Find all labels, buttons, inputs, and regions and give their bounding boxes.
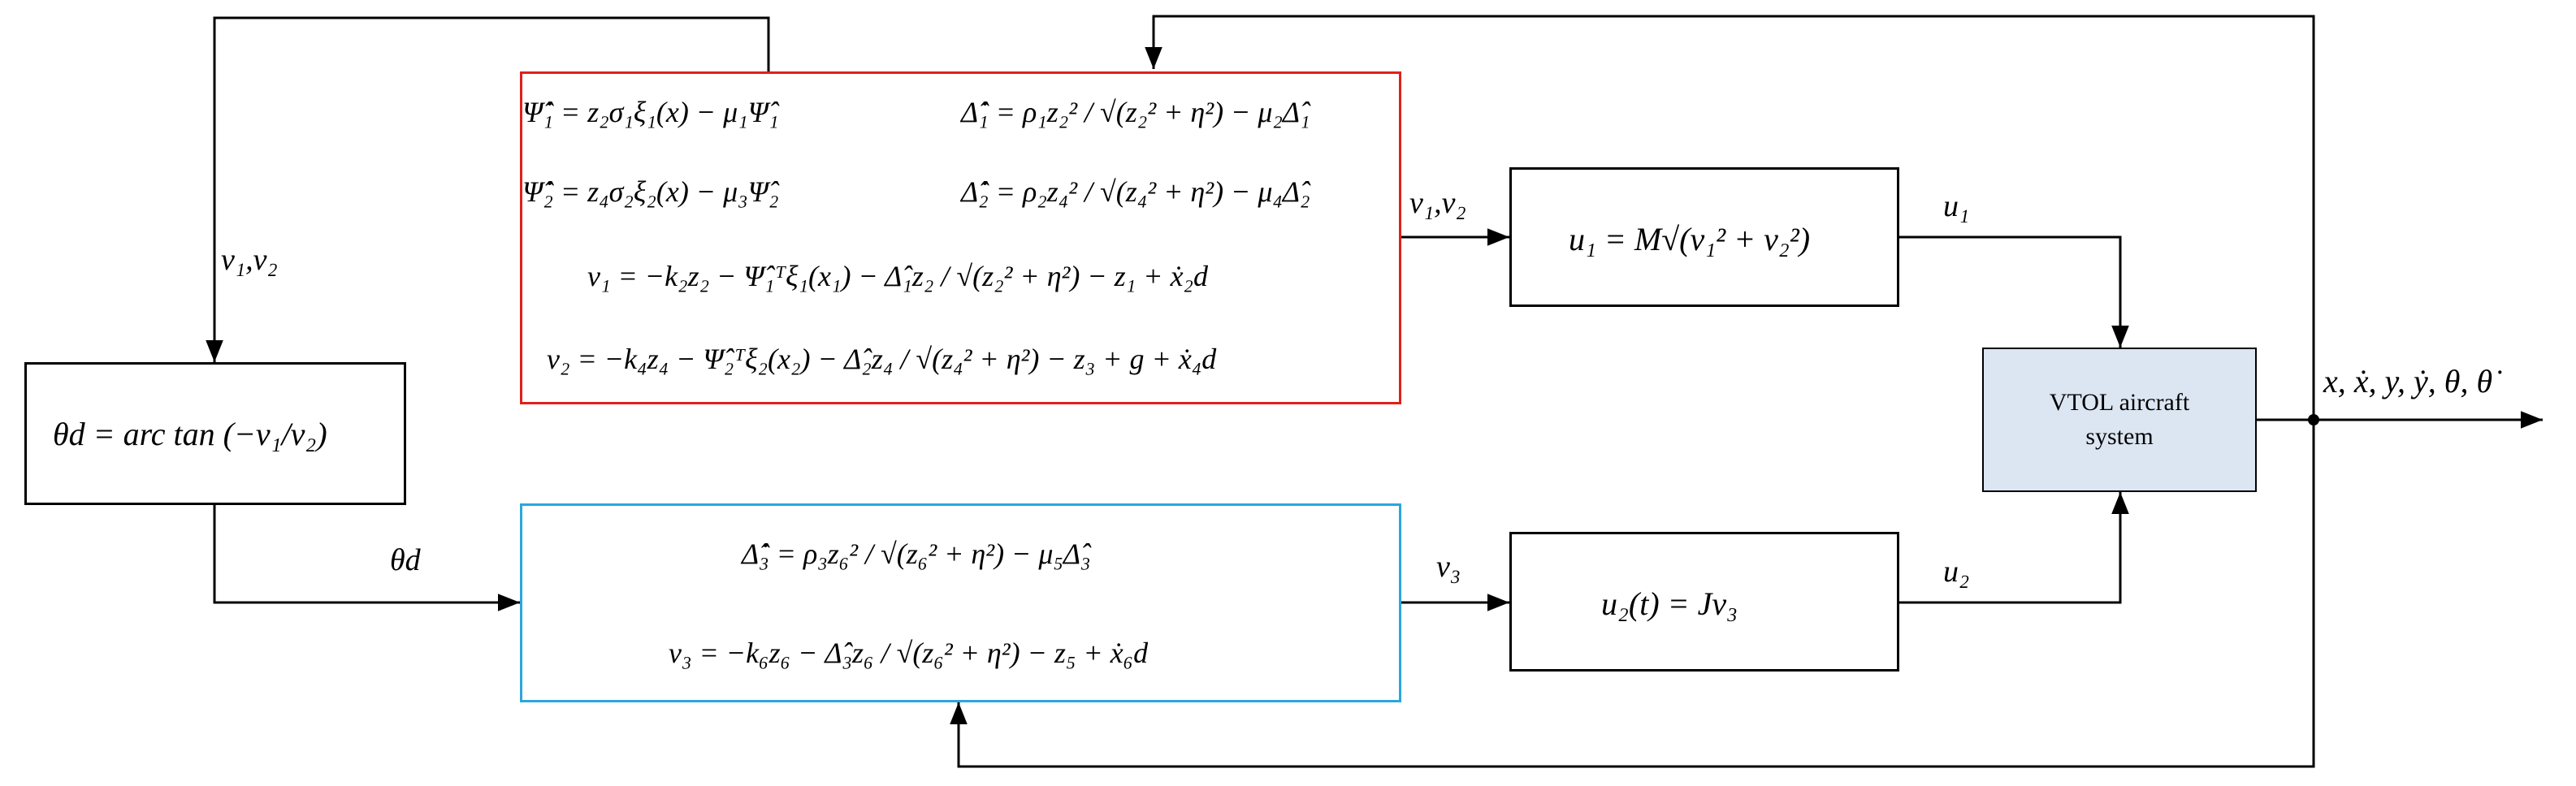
equation-u1: u₁ = M√(ν₁² + ν₂²) [1569,221,1811,257]
equation-theta-d: θd = arc tan (−ν₁/ν₂) [53,416,327,452]
equation-psi1-dot: Ψ̂̇₁ = z₂σ₁ξ₁(x) − μ₁Ψ̂₁ [522,96,779,128]
equation-nu3: ν₃ = −k₆z₆ − Δ̂₃z₆ / √(z₆² + η²) − z₅ + … [669,637,1149,669]
u1-block: u₁ = M√(ν₁² + ν₂²) [1509,167,1899,307]
adaptive-law-block-blue: Δ̂̇₃ = ρ₃z₆² / √(z₆² + η²) − μ₅Δ̂₃ ν₃ = … [520,503,1401,702]
equation-delta3-dot: Δ̂̇₃ = ρ₃z₆² / √(z₆² + η²) − μ₅Δ̂₃ [742,538,1091,570]
signal-label-u2: u₂ [1943,555,1970,589]
wire-thetad-to-blue [213,505,520,611]
signal-label-nu12-right: ν₁,ν₂ [1409,186,1466,220]
adaptive-law-block-red: Ψ̂̇₁ = z₂σ₁ξ₁(x) − μ₁Ψ̂₁ Δ̂̇₁ = ρ₁z₂² / … [520,71,1401,404]
equation-delta2-dot: Δ̂̇₂ = ρ₂z₄² / √(z₄² + η²) − μ₄Δ̂₂ [961,175,1310,208]
system-label: VTOL aircraft system [2049,389,2190,450]
signal-label-nu12-left: ν₁,ν₂ [221,243,278,277]
junction-dot [2308,414,2319,425]
equation-delta1-dot: Δ̂̇₁ = ρ₁z₂² / √(z₂² + η²) − μ₂Δ̂₁ [961,96,1310,128]
wire-u2-to-system [1899,492,2129,604]
wire-feedback-top [1145,15,2315,420]
equation-u2: u₂(t) = Jν₃ [1601,585,1738,622]
vtol-system-block: VTOL aircraft system [1982,348,2257,492]
u2-block: u₂(t) = Jν₃ [1509,532,1899,672]
equation-nu2: ν₂ = −k₄z₄ − Ψ̂₂ᵀξ₂(x₂) − Δ̂₂z₄ / √(z₄² … [547,343,1217,375]
theta-desired-block: θd = arc tan (−ν₁/ν₂) [24,362,406,505]
equation-psi2-dot: Ψ̂̇₂ = z₄σ₂ξ₂(x) − μ₃Ψ̂₂ [522,175,779,208]
signal-label-output: x, ẋ, y, ẏ, θ, θ̇ [2323,363,2493,399]
signal-label-theta-d: θd [390,543,421,577]
signal-label-u1: u₁ [1943,189,1970,223]
signal-label-nu3: ν₃ [1436,550,1461,584]
wire-nu12-to-theta [206,16,770,362]
equation-nu1: ν₁ = −k₂z₂ − Ψ̂₁ᵀξ₁(x₁) − Δ̂₁z₂ / √(z₂² … [587,260,1208,292]
wire-u1-to-system [1899,235,2129,348]
wire-feedback-bottom [950,420,2315,768]
